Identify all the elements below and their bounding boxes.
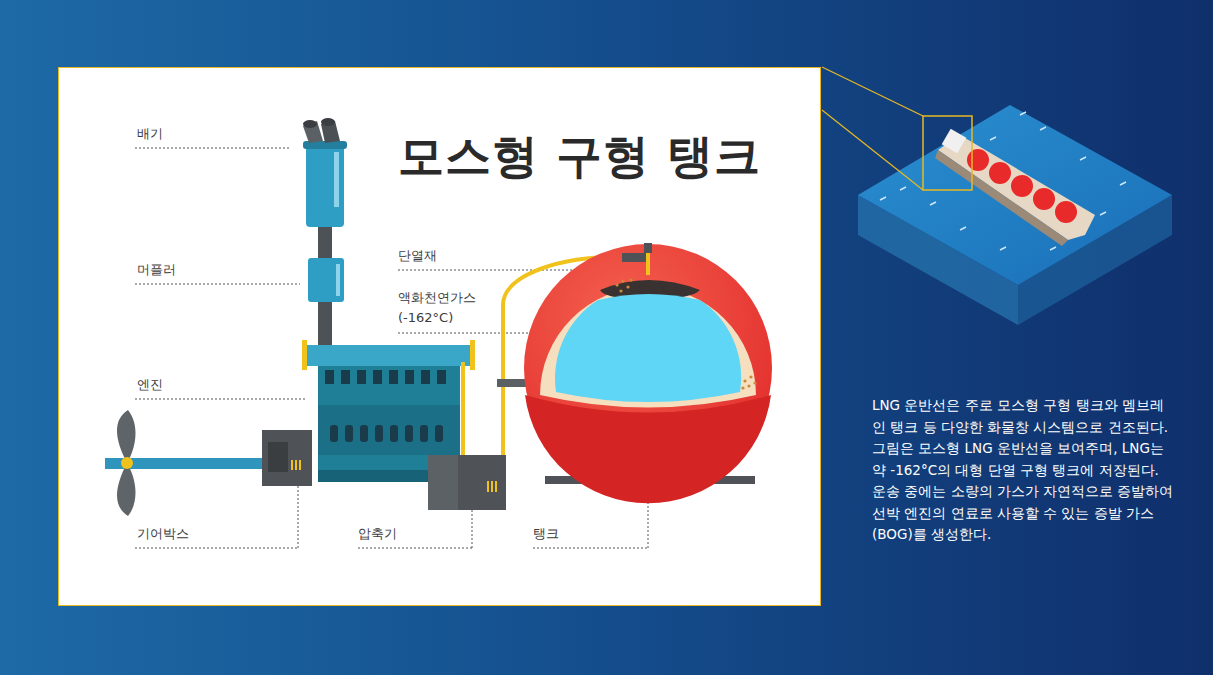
spherical-tank <box>524 243 772 503</box>
gearbox-panel <box>268 442 288 472</box>
exhaust-cylinder <box>306 145 344 227</box>
exhaust-stack <box>303 118 347 350</box>
leader-line <box>398 270 602 271</box>
part-label: 배기 <box>137 124 163 144</box>
caption-text: LNG 운반선은 주로 모스형 구형 탱크와 멤브레인 탱크 등 다양한 화물창… <box>872 395 1177 546</box>
zoom-line <box>822 110 923 190</box>
yellow-bar <box>470 340 475 370</box>
compressor-marks <box>487 481 497 492</box>
ship-scene <box>822 67 1172 325</box>
blade <box>117 410 135 463</box>
pipe <box>646 253 650 275</box>
yellow-bar <box>302 340 307 370</box>
gearbox-marks <box>291 460 301 470</box>
insulation-dots <box>615 278 756 389</box>
ship-tanks <box>967 149 1077 223</box>
leader-line <box>135 284 300 285</box>
diagram-title: 모스형 구형 탱크 <box>398 128 761 184</box>
waves <box>880 112 1126 250</box>
part-label: 단열재 <box>398 246 437 266</box>
lng <box>555 294 741 402</box>
hull <box>938 135 1095 240</box>
highlight <box>334 152 339 207</box>
compressor-side <box>428 455 458 510</box>
bridge <box>942 129 967 154</box>
highlight <box>336 264 340 296</box>
leader-line <box>298 478 299 548</box>
part-label: 탱크 <box>533 524 559 544</box>
shaft <box>105 458 270 469</box>
engine <box>262 340 506 510</box>
leader-line <box>472 510 473 548</box>
compressor <box>428 455 506 510</box>
muffler <box>308 258 344 302</box>
zoom-line <box>822 67 923 116</box>
leader-line <box>135 399 305 400</box>
leader-line <box>135 148 290 149</box>
leader-line <box>135 548 298 549</box>
pipe-end <box>321 118 335 126</box>
tank-lower <box>525 395 771 503</box>
gearbox <box>262 430 312 486</box>
engine-slots <box>325 370 446 442</box>
valve-top <box>644 243 652 253</box>
part-label: 엔진 <box>137 375 163 395</box>
leader-line <box>533 548 648 549</box>
blade <box>117 463 135 516</box>
zoom-frame <box>923 116 972 190</box>
engine-top <box>307 345 472 366</box>
propeller <box>105 410 270 516</box>
hub <box>121 457 133 469</box>
insulation <box>540 287 756 408</box>
connector-pipe <box>497 379 527 387</box>
part-label: 액화천연가스 (-162°C) <box>398 288 494 328</box>
part-label: 압축기 <box>358 524 397 544</box>
pipe <box>461 362 465 455</box>
part-label: 기어박스 <box>137 524 189 544</box>
valve <box>622 253 646 262</box>
sea-top <box>858 105 1172 285</box>
leader-line <box>358 548 472 549</box>
part-label: 머플러 <box>137 260 176 280</box>
hull-side <box>935 150 1068 246</box>
engine-block <box>318 405 460 455</box>
pipe-end <box>303 120 317 128</box>
exhaust-pipe <box>303 121 323 143</box>
